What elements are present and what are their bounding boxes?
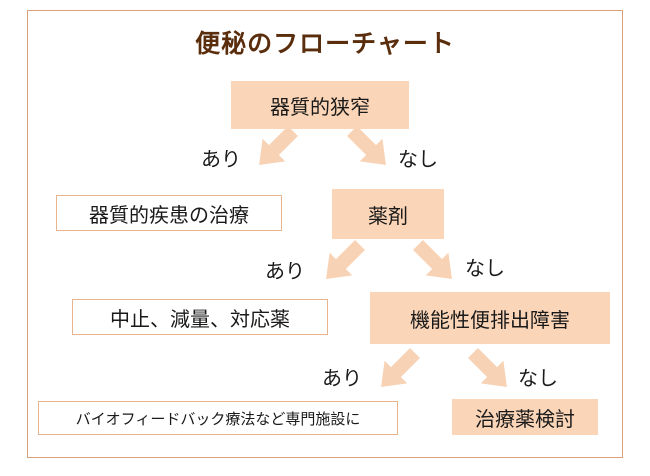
arrow-functional-no: [468, 348, 507, 387]
page-title: 便秘のフローチャート: [195, 29, 455, 58]
node-functional-disorder: 機能性便排出障害: [370, 292, 610, 344]
arrow-organic-yes: [259, 126, 298, 165]
node-organic-stenosis: 器質的狭窄: [231, 81, 409, 129]
edge-label-yes: あり: [322, 366, 362, 390]
edge-label-no: なし: [465, 256, 505, 280]
edge-label-yes: あり: [265, 259, 305, 283]
edge-label-yes: あり: [201, 147, 241, 171]
diagram-frame: [27, 10, 623, 458]
node-organic-treatment: 器質的疾患の治療: [56, 195, 282, 231]
arrow-organic-no: [347, 126, 386, 165]
node-drug-review: 治療薬検討: [452, 399, 598, 435]
arrow-drug-yes: [326, 240, 365, 279]
node-biofeedback: バイオフィードバック療法など専門施設に: [38, 401, 398, 435]
node-stop-drug: 中止、減量、対応薬: [72, 299, 328, 335]
arrow-functional-yes: [381, 348, 420, 387]
arrow-drug-no: [413, 240, 452, 279]
node-drug: 薬剤: [332, 189, 444, 239]
edge-label-no: なし: [518, 366, 558, 390]
edge-label-no: なし: [398, 147, 438, 171]
